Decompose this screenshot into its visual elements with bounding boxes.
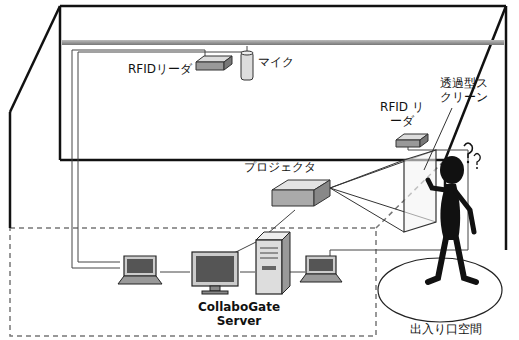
hidden-edges [10,160,445,336]
part-label: マイク [258,55,308,69]
rfid-reader-symbol [396,134,428,147]
transparent-screen [404,150,436,232]
laptop-symbol [118,256,162,284]
part-label: 透過型ス クリーン [440,76,496,105]
ceiling-rail [62,40,504,45]
microphone-symbol [241,51,253,80]
person-figure [428,143,480,282]
part-label: RFIDリーダ [128,62,198,76]
rfid-reader-symbol [196,56,232,70]
part-label: RFID リーダ [378,100,426,129]
projection-beams [330,150,436,232]
projector-symbol [272,180,330,206]
cables [72,46,468,272]
monitor-symbol [192,252,238,294]
part-label: 出入り口空間 [410,322,510,336]
room-outline [10,6,506,250]
part-label: CollaboGate Server [184,300,294,329]
part-label: プロジェクタ [244,160,334,174]
laptop-symbol [300,256,342,282]
server-symbol [256,232,290,294]
